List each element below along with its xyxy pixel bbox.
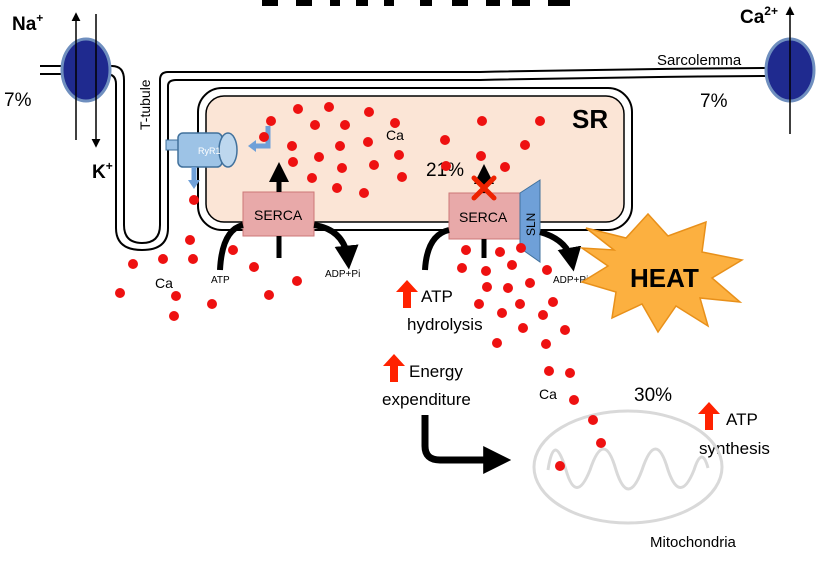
energy-to-mito-arrow: [421, 415, 512, 474]
heat-burst: [579, 212, 745, 334]
mito-percent: 30%: [634, 385, 672, 406]
atp-synthesis-line2: synthesis: [699, 439, 770, 458]
serca-left-adp-arrow: [313, 222, 359, 270]
ca-label-sr: Ca: [386, 127, 404, 143]
adp-right-label: ADP+Pi: [553, 275, 588, 286]
sarcolemma-membrane: [40, 65, 771, 252]
calcium-ion-label: Ca2+: [740, 4, 778, 28]
heat-label: HEAT: [630, 263, 699, 293]
atp-hydrolysis-line2: hydrolysis: [407, 315, 483, 334]
mitochondria-label: Mitochondria: [650, 534, 737, 551]
ca-label-cytosol: Ca: [155, 275, 173, 291]
sln-protein: [519, 179, 541, 263]
atp-left-label: ATP: [211, 275, 230, 286]
mitochondrion: [532, 409, 724, 525]
adp-left-label: ADP+Pi: [325, 269, 360, 280]
sarcolemma-label: Sarcolemma: [657, 52, 742, 69]
sr-label: SR: [572, 104, 608, 134]
t-tubule-label: T-tubule: [137, 79, 153, 130]
sodium-ion-label: Na+: [12, 11, 43, 35]
title-fragment: [262, 0, 570, 6]
serca-right-adp-arrow: [539, 229, 582, 272]
up-arrow-icon: [396, 280, 418, 308]
serca-left-label: SERCA: [254, 207, 303, 223]
ryr1-label: RyR1: [198, 146, 221, 156]
serca-left-atp-arrow: [217, 222, 244, 271]
serca-left: [242, 191, 315, 237]
up-arrow-icon: [698, 402, 720, 430]
serca-right-label: SERCA: [459, 209, 508, 225]
sln-label: SLN: [524, 213, 538, 236]
na-k-pump-percent: 7%: [4, 90, 32, 111]
atp-synthesis-line1: ATP: [726, 410, 758, 429]
calcium-dots: [115, 102, 606, 471]
up-arrow-icon: [383, 354, 405, 382]
energy-expenditure-line1: Energy: [409, 362, 463, 381]
ca-pump: [764, 6, 816, 134]
ca-label-mito: Ca: [539, 386, 557, 402]
ca-pump-percent: 7%: [700, 91, 728, 112]
energy-expenditure-line2: expenditure: [382, 390, 471, 409]
atp-hydrolysis-line1: ATP: [421, 287, 453, 306]
ryr1-channel: [165, 126, 271, 189]
blocked-x-icon: [471, 175, 497, 201]
serca-right-atp-arrow: [422, 227, 450, 271]
na-k-pump: [60, 12, 112, 148]
potassium-ion-label: K+: [92, 159, 113, 183]
